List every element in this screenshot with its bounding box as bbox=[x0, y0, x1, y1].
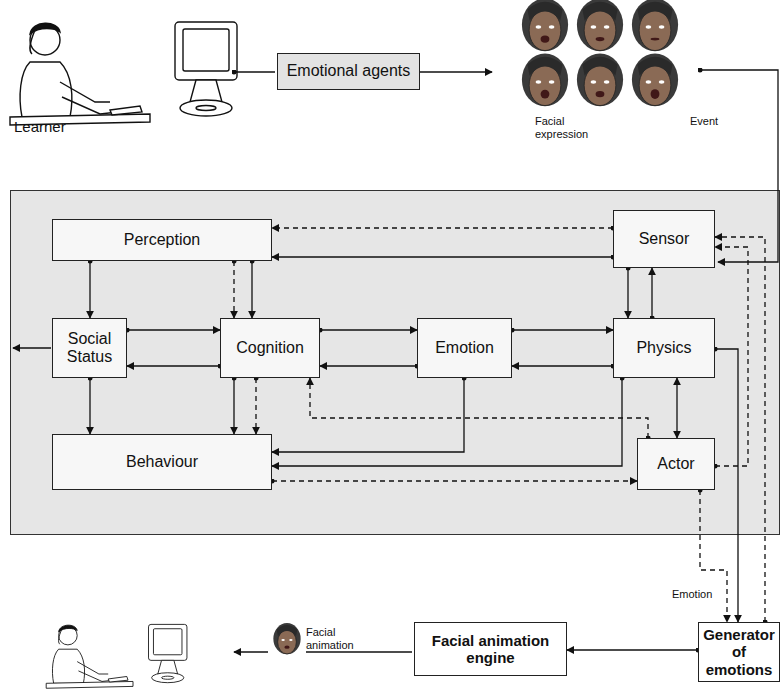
process-box: Perception bbox=[52, 219, 272, 261]
connector-arrow bbox=[651, 268, 652, 318]
caption-label: Facial animation bbox=[306, 626, 366, 652]
connector-arrow bbox=[715, 237, 765, 622]
box-label: Facial animation engine bbox=[419, 632, 562, 667]
wire bbox=[420, 71, 492, 72]
process-box: Cognition bbox=[220, 318, 320, 378]
box-label: Behaviour bbox=[126, 453, 198, 471]
connector-arrow bbox=[700, 490, 727, 622]
connector-arrow bbox=[512, 365, 613, 366]
connector-arrow bbox=[251, 261, 252, 318]
connector-arrow bbox=[567, 649, 698, 650]
box-label: Perception bbox=[124, 231, 201, 249]
caption-label: Facial expression bbox=[535, 115, 595, 141]
connector-arrow bbox=[310, 378, 648, 438]
connector-arrow bbox=[272, 480, 637, 481]
connector-arrow bbox=[676, 378, 677, 438]
connector-arrow bbox=[512, 329, 613, 330]
box-label: Actor bbox=[657, 455, 694, 473]
process-box: Emotion bbox=[417, 318, 512, 378]
connector-arrow bbox=[233, 261, 234, 318]
connector-arrow bbox=[320, 365, 417, 366]
learner-figure bbox=[10, 22, 237, 125]
caption-label: Event bbox=[690, 115, 718, 128]
box-label: Emotion bbox=[435, 339, 494, 357]
wire bbox=[234, 651, 268, 652]
process-box: Facial animation engine bbox=[414, 622, 567, 676]
process-box: Sensor bbox=[613, 210, 715, 268]
learner-figure bbox=[46, 624, 187, 688]
caption-label: Learner bbox=[14, 118, 66, 136]
box-label: Social Status bbox=[57, 330, 122, 367]
box-label: Sensor bbox=[639, 230, 690, 248]
connector-arrow bbox=[127, 329, 220, 330]
caption-label: Emotion bbox=[672, 588, 712, 601]
connector-arrow bbox=[233, 378, 234, 434]
connector-arrow bbox=[272, 256, 613, 257]
connector-arrow bbox=[255, 378, 256, 434]
connector-arrow bbox=[320, 329, 417, 330]
face-icon bbox=[632, 53, 678, 106]
process-box: Generator of emotions bbox=[698, 622, 780, 682]
face-icon bbox=[522, 53, 568, 106]
connector-arrow bbox=[89, 261, 90, 318]
connector-arrow bbox=[127, 365, 220, 366]
process-box: Emotional agents bbox=[277, 53, 420, 90]
connector-arrow bbox=[715, 247, 748, 466]
face-icon bbox=[632, 0, 678, 51]
box-label: Generator of emotions bbox=[703, 626, 775, 678]
learner-figures bbox=[10, 22, 237, 688]
box-label: Emotional agents bbox=[287, 62, 411, 80]
wire bbox=[234, 71, 275, 72]
face-icon bbox=[577, 0, 623, 51]
connector-arrow bbox=[272, 227, 613, 228]
connector-arrow bbox=[272, 378, 622, 466]
process-box: Social Status bbox=[52, 318, 127, 378]
face-icon bbox=[522, 0, 568, 51]
face-icon bbox=[273, 623, 300, 654]
face-icon bbox=[577, 53, 623, 106]
facial-expressions bbox=[522, 0, 678, 106]
process-box: Physics bbox=[613, 318, 715, 378]
process-box: Actor bbox=[637, 438, 715, 490]
layout-lines bbox=[13, 70, 778, 652]
box-label: Physics bbox=[636, 339, 691, 357]
process-box: Behaviour bbox=[52, 434, 272, 490]
connector-arrow bbox=[272, 378, 464, 452]
wire bbox=[306, 651, 412, 652]
wire bbox=[13, 347, 51, 348]
connector-arrow bbox=[627, 268, 628, 318]
connector-arrow bbox=[89, 378, 90, 434]
box-label: Cognition bbox=[236, 339, 304, 357]
